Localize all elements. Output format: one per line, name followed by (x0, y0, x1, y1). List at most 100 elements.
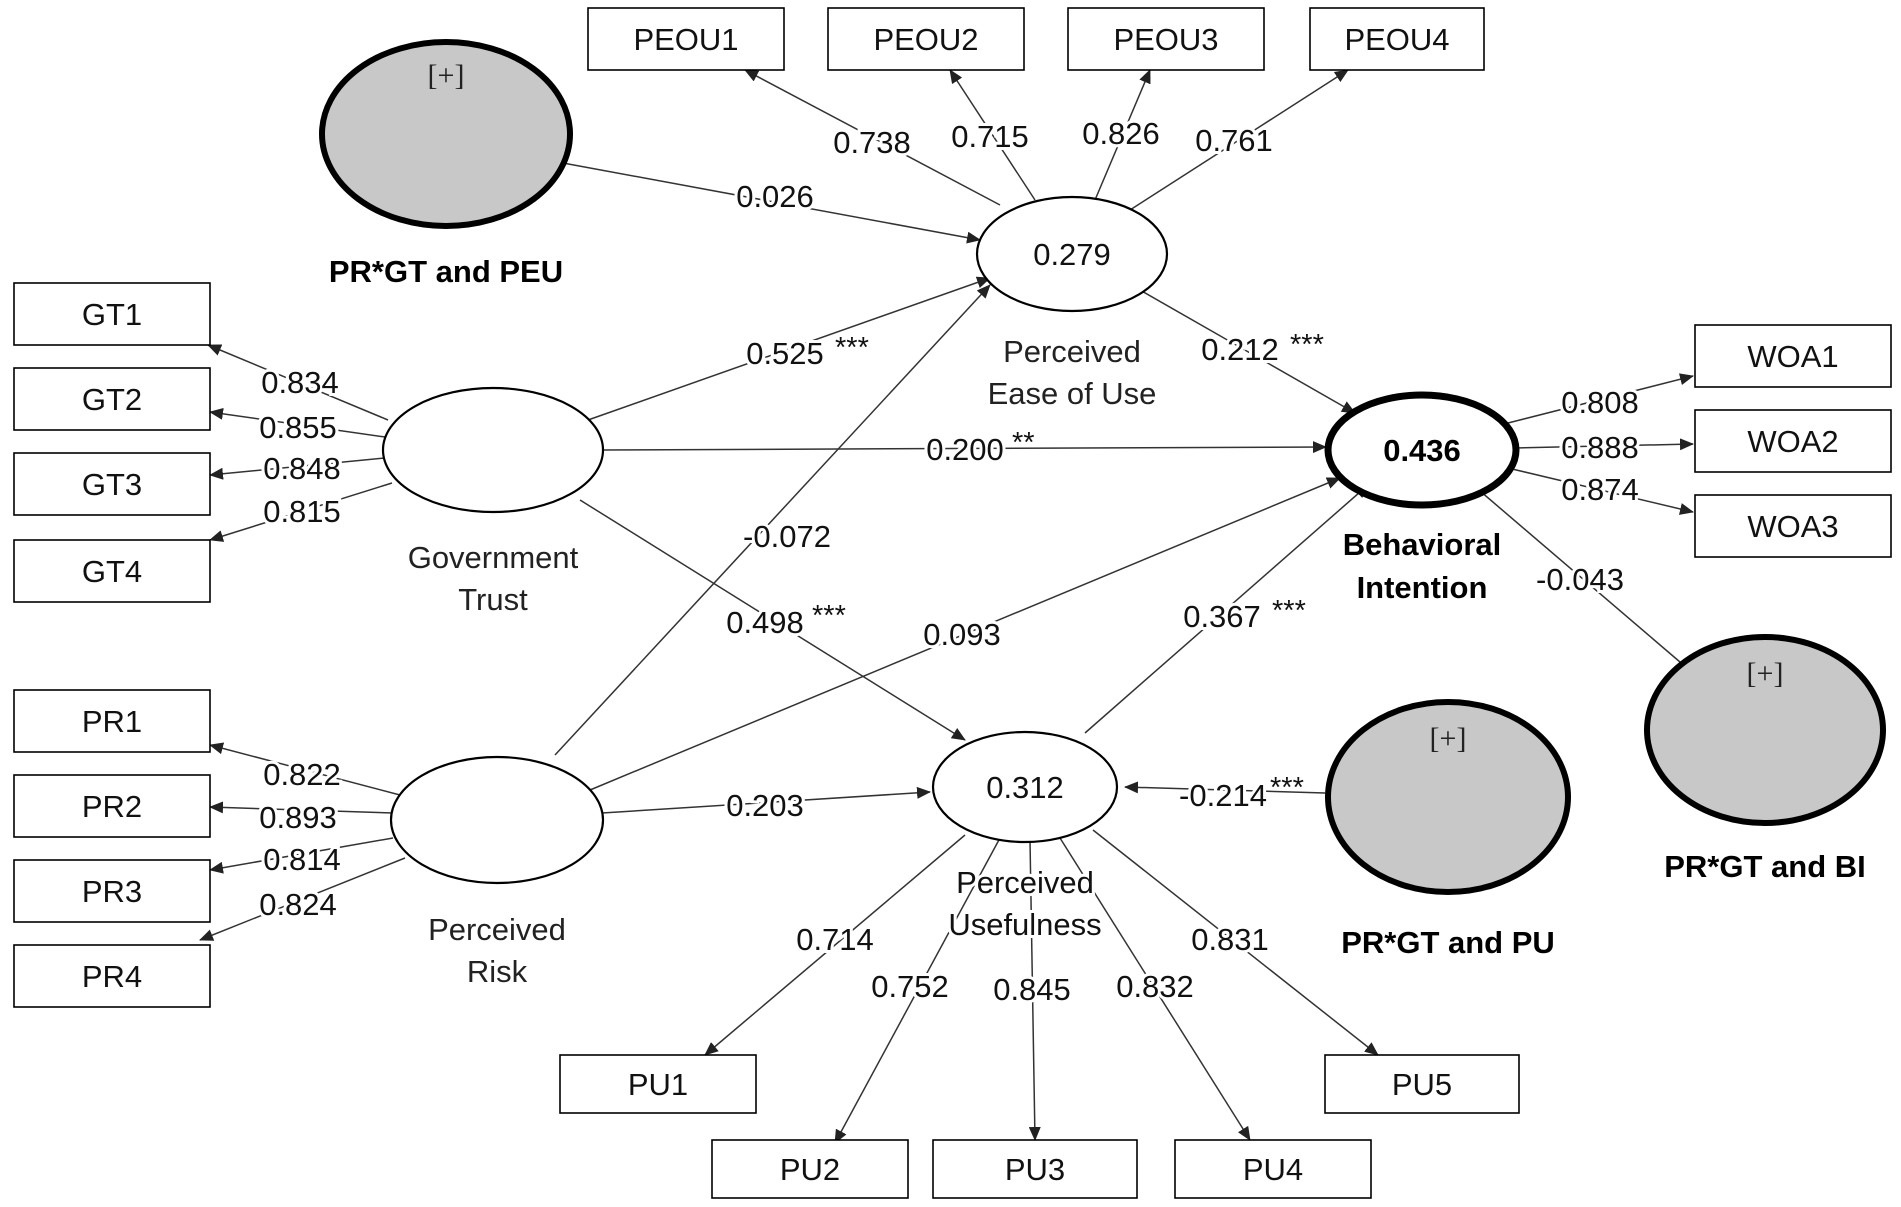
loading-pu2: 0.752 (871, 969, 949, 1004)
path-gt-bi-stars: ** (1012, 427, 1035, 459)
path-pr-peou: -0.072 (740, 516, 834, 557)
indicator-woa1-label: WOA1 (1747, 339, 1838, 374)
indicator-peou3-label: PEOU3 (1113, 22, 1218, 57)
path-gt-pu-stars: *** (812, 600, 846, 632)
indicator-peou1: PEOU1 (587, 7, 785, 71)
moderator-bi-label: PR*GT and BI (1664, 849, 1866, 884)
indicator-pr1: PR1 (13, 689, 211, 753)
indicator-peou2-label: PEOU2 (873, 22, 978, 57)
construct-peou-label-1: Perceived (1003, 334, 1141, 369)
edge-gt-gt1 (207, 344, 389, 421)
construct-pr: Perceived Risk (389, 755, 605, 989)
path-modbi-bi-value: -0.043 (1536, 562, 1624, 597)
moderator-pu: [+] PR*GT and PU (1325, 699, 1571, 960)
indicator-gt2-label: GT2 (82, 382, 142, 417)
indicator-woa2: WOA2 (1694, 409, 1892, 473)
construct-pr-label-1: Perceived (428, 912, 566, 947)
indicator-pr3: PR3 (13, 859, 211, 923)
edge-pr-pr1 (209, 742, 401, 796)
indicator-gt4: GT4 (13, 539, 211, 603)
construct-pu-r2: 0.312 (986, 770, 1064, 805)
construct-pu-label-2: Usefulness (948, 907, 1101, 942)
edge-pu-pu2 (834, 837, 1001, 1144)
edge-gt-gt3 (209, 457, 386, 480)
edge-pr-pr4 (199, 857, 406, 941)
loading-peou3: 0.826 (1082, 116, 1160, 151)
path-modpu-pu: -0.214 *** (1176, 772, 1304, 816)
indicator-pu1-label: PU1 (628, 1067, 688, 1102)
path-gt-pu: 0.498 *** (723, 600, 846, 643)
loading-pr2: 0.893 (259, 800, 337, 835)
path-modpeu-peou-value: 0.026 (736, 179, 814, 214)
indicator-pr2: PR2 (13, 774, 211, 838)
edge-pr-bi (589, 477, 1341, 791)
indicator-boxes: PEOU1 PEOU2 PEOU3 PEOU4 GT1 GT2 GT3 GT (13, 7, 1892, 1199)
indicator-peou4-label: PEOU4 (1344, 22, 1449, 57)
edge-bi-woa1 (1507, 373, 1694, 424)
edge-peou-peou1 (744, 69, 1001, 206)
edge-pr-peou (554, 284, 991, 756)
loading-peou2: 0.715 (951, 119, 1029, 154)
construct-pu-label-1: Perceived (956, 865, 1094, 900)
construct-peou: 0.279 Perceived Ease of Use (975, 195, 1169, 411)
construct-bi: 0.436 Behavioral Intention (1324, 391, 1520, 605)
moderator-pu-symbol: [+] (1430, 722, 1467, 755)
edge-pu-pu4 (1059, 837, 1251, 1141)
moderator-bi: [+] PR*GT and BI (1644, 634, 1886, 884)
loading-pu4: 0.832 (1116, 969, 1194, 1004)
construct-peou-r2: 0.279 (1033, 237, 1111, 272)
loading-pu5: 0.831 (1191, 922, 1269, 957)
indicator-pu5: PU5 (1324, 1054, 1520, 1114)
indicator-woa2-label: WOA2 (1747, 424, 1838, 459)
moderator-pu-label: PR*GT and PU (1341, 925, 1555, 960)
indicator-pr3-label: PR3 (82, 874, 142, 909)
path-gt-peou-value: 0.525 (746, 336, 824, 371)
indicator-pu4: PU4 (1174, 1139, 1372, 1199)
indicator-pr2-label: PR2 (82, 789, 142, 824)
path-gt-bi: 0.200 ** (923, 427, 1035, 470)
indicator-gt2: GT2 (13, 367, 211, 431)
loading-gt4: 0.815 (263, 494, 341, 529)
indicator-pu2-label: PU2 (780, 1152, 840, 1187)
edge-pr-pr2 (209, 801, 394, 814)
edge-peou-peou3 (1094, 69, 1151, 201)
path-gt-peou-stars: *** (835, 332, 869, 364)
edge-modpeu-peou (562, 162, 981, 244)
path-modpu-pu-stars: *** (1270, 772, 1304, 804)
path-modpu-pu-value: -0.214 (1179, 778, 1267, 813)
construct-peou-label-2: Ease of Use (988, 376, 1157, 411)
path-gt-pu-value: 0.498 (726, 605, 804, 640)
path-pu-bi-value: 0.367 (1183, 599, 1261, 634)
path-peou-bi-stars: *** (1290, 329, 1324, 361)
loading-pr4: 0.824 (259, 887, 337, 922)
moderator-peu-symbol: [+] (428, 59, 465, 92)
indicator-woa1: WOA1 (1694, 324, 1892, 388)
edge-peou-bi (1139, 289, 1356, 414)
construct-bi-label-2: Intention (1357, 570, 1488, 605)
edge-modbi-bi (1472, 484, 1688, 669)
construct-pu: 0.312 Perceived Usefulness (931, 730, 1119, 945)
loading-pu1: 0.714 (796, 922, 874, 957)
path-pr-pu-value: 0.203 (726, 788, 804, 823)
indicator-pr4: PR4 (13, 944, 211, 1008)
edge-gt-peou (587, 276, 991, 421)
loading-pr1: 0.822 (263, 757, 341, 792)
edge-pu-bi (1084, 484, 1369, 734)
path-labels: 0.026 0.525 *** 0.212 *** 0.200 ** -0.07… (723, 176, 1627, 826)
path-pr-bi-value: 0.093 (923, 617, 1001, 652)
path-pr-peou-value: -0.072 (743, 519, 831, 554)
edge-pr-pu (601, 786, 931, 814)
construct-gt-label-2: Trust (458, 582, 528, 617)
construct-gt-label-1: Government (408, 540, 579, 575)
path-pr-pu: 0.203 (723, 785, 807, 826)
indicator-pu2: PU2 (711, 1139, 909, 1199)
loading-pr3: 0.814 (263, 842, 341, 877)
edge-gt-bi (601, 441, 1327, 454)
edges (199, 69, 1694, 1144)
construct-bi-r2: 0.436 (1383, 433, 1461, 468)
edge-peou-peou4 (1129, 69, 1349, 211)
indicator-gt1-label: GT1 (82, 297, 142, 332)
path-modpeu-peou: 0.026 (733, 176, 817, 217)
path-pr-bi: 0.093 (920, 614, 1004, 655)
indicator-peou3: PEOU3 (1067, 7, 1265, 71)
